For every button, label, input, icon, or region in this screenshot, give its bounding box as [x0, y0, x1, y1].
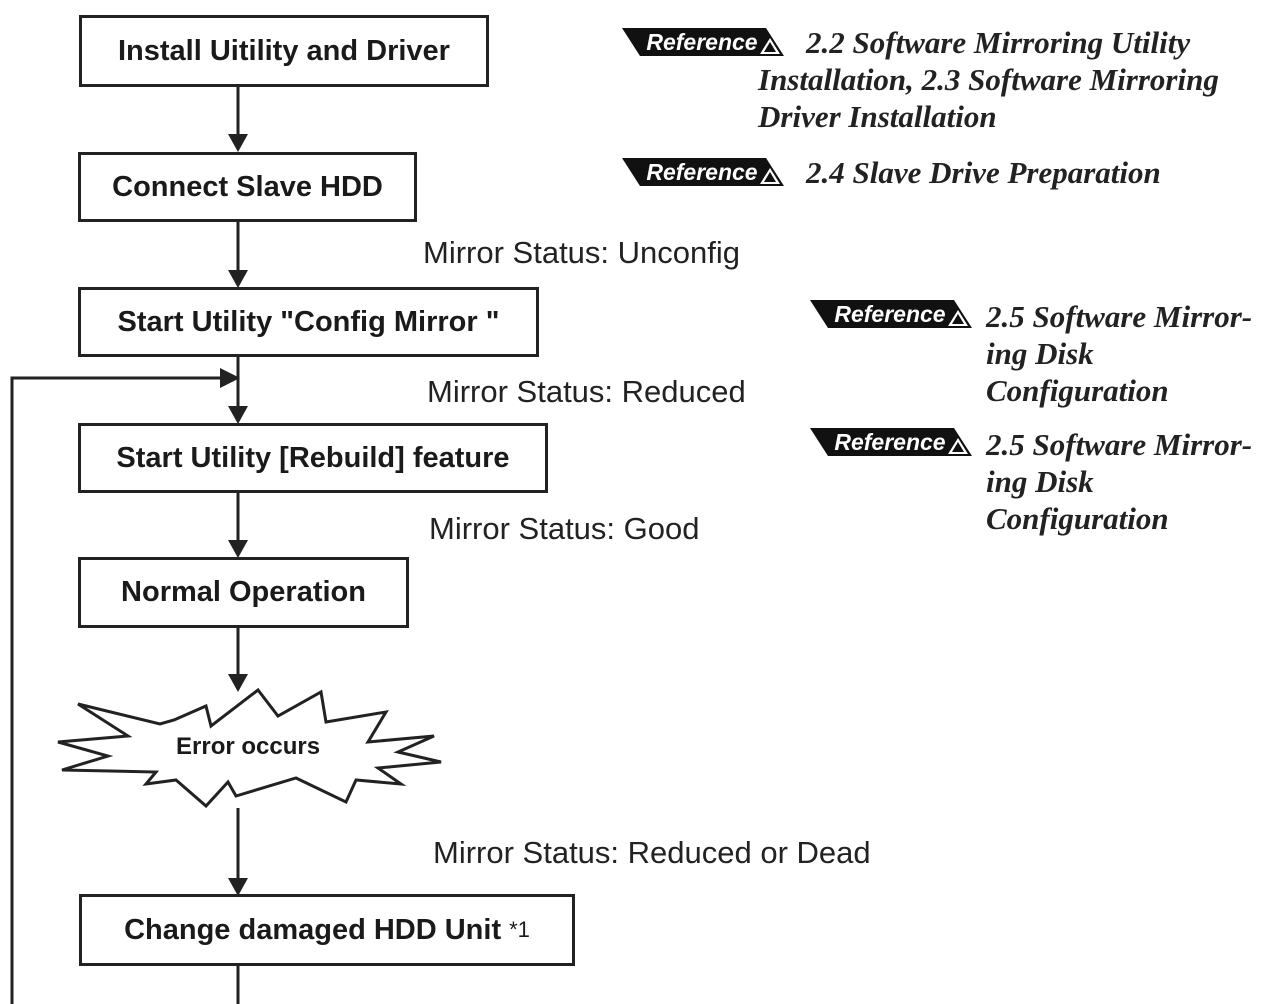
reference-rebuild-text: 2.5 Software Mirror- ing Disk Configurat… [986, 426, 1282, 537]
status-reduced-or-dead: Mirror Status: Reduced or Dead [433, 835, 871, 870]
normal-operation-step: Normal Operation [78, 557, 409, 628]
reference-badge-label: Reference [646, 29, 758, 55]
reference-rebuild-line1: 2.5 Software Mirror- [986, 427, 1253, 462]
reference-badge: Reference [620, 28, 788, 56]
config-mirror-label: Start Utility "Config Mirror " [117, 305, 500, 338]
reference-rebuild-line2: ing Disk Configuration [986, 464, 1169, 536]
reference-config-mirror-line1: 2.5 Software Mirror- [986, 299, 1253, 334]
rebuild-feature-step: Start Utility [Rebuild] feature [78, 423, 548, 493]
reference-badge: Reference [808, 428, 976, 456]
reference-slave-drive-text: 2.4 Slave Drive Preparation [806, 155, 1161, 190]
reference-install-line2: Installation, 2.3 Software Mirroring [758, 62, 1219, 97]
install-utility-driver-step: Install Uitility and Driver [79, 15, 489, 87]
reference-install-text: 2.2 Software Mirroring Utility Installat… [758, 24, 1219, 135]
install-utility-driver-label: Install Uitility and Driver [118, 34, 450, 67]
reference-badge-label: Reference [646, 159, 758, 185]
reference-install-line1: 2.2 Software Mirroring Utility [806, 25, 1191, 60]
reference-slave-drive: Reference 2.4 Slave Drive Preparation [620, 155, 1161, 191]
reference-config-mirror-text: 2.5 Software Mirror- ing Disk Configurat… [986, 298, 1282, 409]
reference-badge-label: Reference [834, 301, 946, 327]
reference-badge-label: Reference [834, 429, 946, 455]
config-mirror-step: Start Utility "Config Mirror " [78, 287, 539, 357]
error-burst-shape [57, 687, 442, 809]
reference-badge: Reference [808, 300, 976, 328]
change-damaged-hdd-label: Change damaged HDD Unit [124, 913, 502, 946]
reference-rebuild: Reference 2.5 Software Mirror- ing Disk … [808, 426, 1282, 537]
normal-operation-label: Normal Operation [121, 576, 366, 608]
status-unconfig: Mirror Status: Unconfig [423, 235, 740, 270]
status-good: Mirror Status: Good [429, 511, 700, 546]
reference-install-line3: Driver Installation [758, 99, 997, 134]
change-damaged-hdd-step: Change damaged HDD Unit *1 [79, 894, 575, 966]
reference-config-mirror-line2: ing Disk Configuration [986, 336, 1169, 408]
footnote-marker: *1 [509, 917, 530, 942]
reference-config-mirror: Reference 2.5 Software Mirror- ing Disk … [808, 298, 1282, 409]
connect-slave-hdd-label: Connect Slave HDD [112, 170, 383, 203]
status-reduced: Mirror Status: Reduced [427, 374, 746, 409]
reference-badge: Reference [620, 158, 788, 186]
error-occurs-label: Error occurs [176, 733, 321, 760]
connect-slave-hdd-step: Connect Slave HDD [78, 152, 417, 222]
reference-install: Reference 2.2 Software Mirroring Utility… [620, 25, 1219, 135]
rebuild-feature-label: Start Utility [Rebuild] feature [116, 441, 510, 474]
